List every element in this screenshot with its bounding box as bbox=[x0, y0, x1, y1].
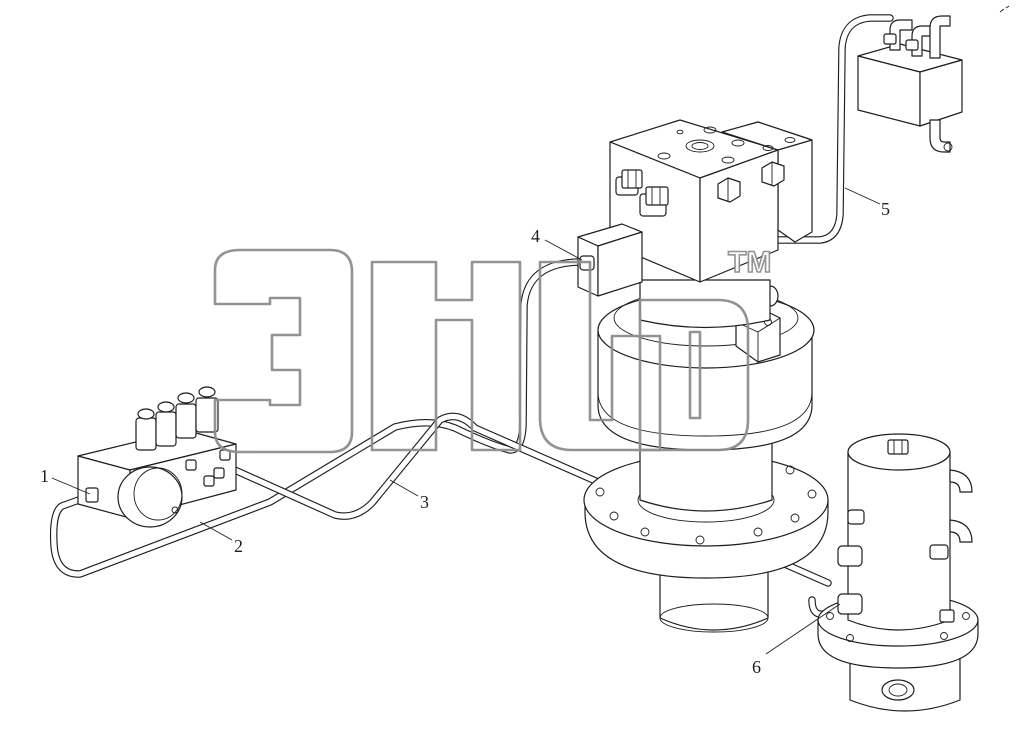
rotary-manifold-6 bbox=[817, 433, 979, 712]
callout-label-5: 5 bbox=[881, 199, 890, 219]
callout-label-6: 6 bbox=[752, 657, 761, 677]
callout-label-4: 4 bbox=[531, 226, 540, 246]
callout-3: 3 bbox=[389, 479, 429, 512]
manifold-block-top bbox=[857, 15, 963, 153]
swivel-joint bbox=[583, 279, 829, 633]
watermark-glyph-4 bbox=[638, 298, 750, 452]
callout-1: 1 bbox=[40, 466, 91, 495]
watermark-glyph-2 bbox=[370, 260, 522, 452]
solenoid-coils bbox=[135, 386, 219, 451]
pipe-line-2 bbox=[49, 258, 586, 578]
corner-mark bbox=[999, 5, 1010, 13]
watermark-glyph-3 bbox=[538, 260, 662, 452]
callout-6: 6 bbox=[752, 603, 841, 677]
watermark: TM bbox=[213, 245, 772, 454]
callout-label-2: 2 bbox=[234, 536, 243, 556]
callout-label-3: 3 bbox=[420, 492, 429, 512]
callout-4: 4 bbox=[531, 226, 583, 261]
valve-plug-lower bbox=[639, 186, 669, 217]
watermark-trademark: TM bbox=[728, 246, 771, 279]
valve-plug-upper bbox=[615, 169, 643, 196]
pipe-line-5 bbox=[768, 14, 894, 244]
pipe-line-3 bbox=[204, 412, 832, 587]
callout-5: 5 bbox=[844, 187, 890, 219]
watermark-glyph-1 bbox=[213, 248, 354, 454]
callout-label-1: 1 bbox=[40, 466, 49, 486]
callout-2: 2 bbox=[199, 521, 243, 556]
flange-bolt-holes bbox=[595, 465, 817, 545]
junction-block-4 bbox=[577, 223, 643, 297]
distributor-block bbox=[77, 386, 237, 528]
